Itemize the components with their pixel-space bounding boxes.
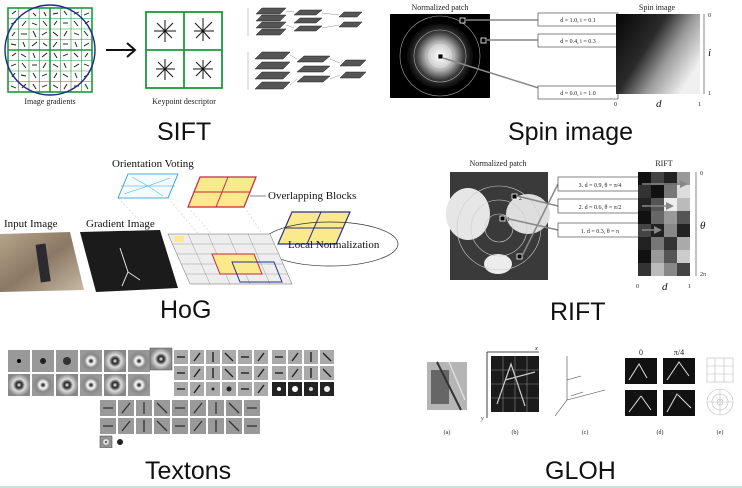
texton-spot-filter [99,435,113,449]
hog-title: HoG [160,296,212,324]
sift-panel: Image gradients Keypoint descriptor [0,0,370,150]
hog-figure: Orientation Voting Overlapping Blocks Lo… [0,158,399,292]
sift-figure: Image gradients Keypoint descriptor [4,4,367,106]
gradient-image-label: Gradient Image [86,218,155,230]
rift-tick-bottom: 2π [700,272,706,278]
rift-marker-1: 1 [507,217,510,223]
spin-image-panel: Normalized patch d = 1.0, i = 0.1 d = 0.… [380,0,742,150]
gloh-image-a [427,361,467,411]
spin-tick-bottom-1: 1 [698,102,701,108]
keypoint-descriptor-caption: Keypoint descriptor [152,97,216,106]
spin-image-title: Spin image [508,118,634,146]
textons-title: Textons [145,457,232,485]
rift-box-2: 2. d = 0.6, θ = π/2 [579,205,622,211]
textons-figure [8,347,334,449]
bottom-accent-line [0,486,742,488]
spin-image-map [616,14,700,94]
spin-axis-d: d [656,98,662,110]
rift-tick-right: 1 [688,284,691,290]
rift-label: RIFT [655,159,672,168]
spin-tick-bottom-0: 0 [614,102,617,108]
local-normalization-label: Local Normalization [288,239,380,251]
spin-axis-i: i [708,47,711,59]
gloh-label-pi4: π/4 [674,348,684,357]
gloh-axis-x: x [534,346,538,352]
gloh-3d-axes [554,356,606,417]
hog-panel: Orientation Voting Overlapping Blocks Lo… [0,152,400,327]
gradient-image [80,230,178,292]
image-gradients-grid [4,4,96,96]
sift-arrow [106,42,137,58]
gloh-axis-y: y [480,416,484,422]
textons-panel: Textons [0,340,360,486]
gloh-caption-b: (b) [512,429,519,436]
sift-title: SIFT [157,118,212,146]
spin-tick-top: 0 [708,13,711,19]
rift-box-1: 1. d = 0.3, θ = π [581,229,619,235]
gloh-label-3pi4: 3π/4 [667,389,681,398]
spin-tick-right: 1 [708,91,711,97]
gloh-caption-c: (c) [582,429,589,436]
rift-tick-left: 0 [636,284,639,290]
scale-space-pyramid [254,7,367,90]
keypoint-descriptor [145,11,223,89]
spin-image-label: Spin image [639,3,676,12]
rift-axis-d: d [662,281,668,293]
input-image-label: Input Image [4,218,58,230]
gloh-panel: (a) x y (b) (c) [415,340,742,486]
gloh-grid-and-polar [706,357,734,416]
gloh-image-b [486,351,539,418]
rift-axis-theta: θ [700,220,706,232]
gloh-figure: (a) x y (b) (c) [427,346,734,436]
image-gradients-caption: Image gradients [24,97,75,106]
gloh-caption-d: (d) [657,429,664,436]
overlapping-blocks-label: Overlapping Blocks [268,190,356,202]
texton-filter-bank-left [8,347,173,396]
orientation-voting-label: Orientation Voting [112,158,194,170]
rift-figure: Normalized patch 2 1 3 3. d = 0.9, θ = π… [446,159,706,293]
rift-marker-2: 2 [519,196,522,202]
gloh-label-pi2: π/2 [633,389,643,398]
rift-histogram [638,172,690,276]
scale-space-connectors [247,8,341,90]
spin-image-figure: Normalized patch d = 1.0, i = 0.1 d = 0.… [390,3,711,110]
gloh-orientation-maps [625,358,695,416]
spin-box-1: d = 1.0, i = 0.1 [560,18,595,24]
spin-normalized-patch-label: Normalized patch [411,3,468,12]
gloh-label-0: 0 [639,348,643,357]
rift-panel: Normalized patch 2 1 3 3. d = 0.9, θ = π… [420,152,742,327]
rift-title: RIFT [550,298,606,326]
gloh-caption-a: (a) [444,429,451,436]
rift-marker-3: 3 [524,256,527,262]
gloh-caption-e: (e) [717,429,724,436]
spin-box-3: d = 0.0, i = 1.0 [560,91,595,97]
rift-box-3: 3. d = 0.9, θ = π/4 [579,183,622,189]
rift-tick-top: 0 [700,171,703,177]
spin-box-2: d = 0.4, i = 0.3 [560,39,595,45]
texton-filter-bank-spots [206,382,334,396]
gloh-title: GLOH [545,457,616,485]
rift-normalized-patch-label: Normalized patch [469,159,526,168]
